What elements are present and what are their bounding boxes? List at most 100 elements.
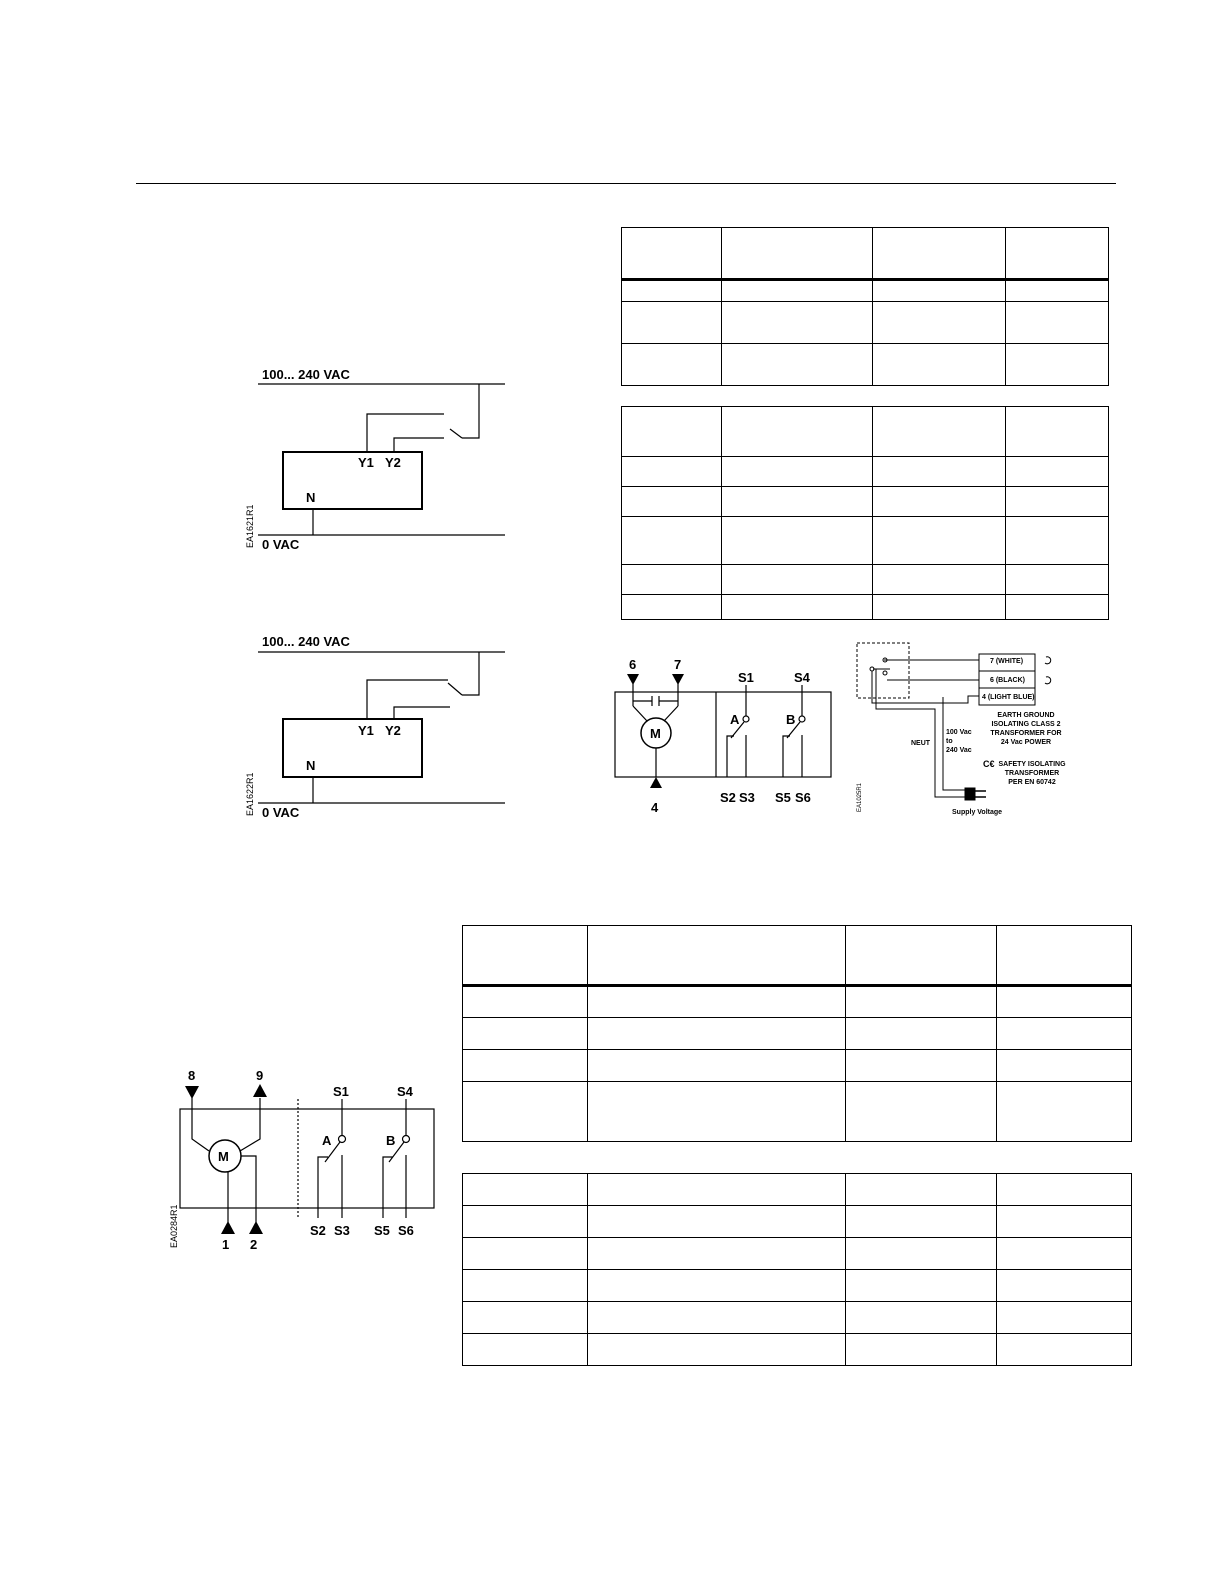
table-header-row xyxy=(621,227,1109,281)
terminal-1: 1 xyxy=(222,1237,229,1252)
voltage-label: 240 Vac xyxy=(946,747,972,754)
table-row xyxy=(621,456,1109,487)
table-row xyxy=(621,594,1109,620)
terminal-y2: Y2 xyxy=(385,723,401,738)
table-row xyxy=(621,343,1109,386)
actuator-box xyxy=(179,1108,435,1209)
transformer-note: TRANSFORMER FOR xyxy=(990,730,1061,737)
s5-wire xyxy=(382,1156,393,1218)
switch-b-blade xyxy=(786,721,801,739)
transformer-note: ISOLATING CLASS 2 xyxy=(991,721,1060,728)
switch-b-blade xyxy=(388,1141,405,1163)
terminal-arrow-up xyxy=(221,1221,235,1234)
plug-body xyxy=(964,787,976,801)
safety-note: PER EN 60742 xyxy=(1008,779,1056,786)
drawing-code: EA1622R1 xyxy=(245,772,255,816)
terminal-y1: Y1 xyxy=(358,455,374,470)
s3-label: S3 xyxy=(334,1223,350,1238)
drawing-code: EA1025R1 xyxy=(857,782,863,812)
switch-contact xyxy=(449,428,463,439)
terminal-7: 7 xyxy=(674,657,681,672)
actuator-box xyxy=(282,451,423,510)
contact xyxy=(882,670,888,676)
wiring-diagram-2 xyxy=(258,651,505,804)
table-row xyxy=(621,564,1109,595)
table-header-row xyxy=(621,406,1109,457)
s2-wire xyxy=(726,735,734,777)
supply-voltage-label: Supply Voltage xyxy=(952,809,1002,816)
table-row xyxy=(621,486,1109,517)
supply-label: 100... 240 VAC xyxy=(262,367,351,382)
terminal-8: 8 xyxy=(188,1068,195,1083)
wiring-diagram-4 xyxy=(856,642,1052,801)
wiring-table-4 xyxy=(462,1173,1132,1366)
s3-label: S3 xyxy=(739,790,755,805)
clockwise-icon xyxy=(1044,656,1052,665)
counterclockwise-icon xyxy=(1044,676,1052,685)
wire-blue-label: 4 (LIGHT BLUE) xyxy=(982,694,1035,701)
table-row xyxy=(621,301,1109,344)
switch-pivot xyxy=(401,1134,411,1144)
motor-label: M xyxy=(650,726,661,741)
voltage-label: 100 Vac xyxy=(946,729,972,736)
table-row xyxy=(462,1301,1132,1334)
controller-box xyxy=(856,642,910,699)
supply-wire xyxy=(942,697,965,791)
transformer-note: EARTH GROUND xyxy=(997,712,1054,719)
y2-wire xyxy=(393,706,450,719)
s4-label: S4 xyxy=(397,1084,414,1099)
motor-label: M xyxy=(218,1149,229,1164)
wiring-diagram-3 xyxy=(614,684,832,778)
neutral-label: 0 VAC xyxy=(262,537,300,552)
s1-label: S1 xyxy=(333,1084,349,1099)
table-row xyxy=(462,1173,1132,1206)
terminal-6: 6 xyxy=(629,657,636,672)
drawing-code: EA1621R1 xyxy=(245,504,255,548)
terminal-n: N xyxy=(306,490,315,505)
y1-wire xyxy=(366,413,444,452)
wire-8 xyxy=(191,1098,210,1152)
wiring-diagram-1 xyxy=(258,383,505,536)
motor-lead xyxy=(663,705,679,722)
terminal-arrow-up xyxy=(650,777,662,788)
s6-label: S6 xyxy=(795,790,811,805)
y2-wire xyxy=(393,437,444,452)
voltage-label: to xyxy=(946,738,953,745)
terminal-arrow-up xyxy=(249,1221,263,1234)
terminal-4: 4 xyxy=(651,800,659,815)
table-row xyxy=(621,516,1109,565)
wire-white-label: 7 (WHITE) xyxy=(990,658,1023,665)
neutral-label: 0 VAC xyxy=(262,805,300,820)
actuator-box xyxy=(614,691,832,778)
ce-mark: C€ xyxy=(983,759,995,769)
s2-wire xyxy=(317,1156,328,1218)
wiring-table-2 xyxy=(621,406,1109,620)
switch-pivot xyxy=(798,715,806,723)
contact xyxy=(882,657,888,663)
s1-label: S1 xyxy=(738,670,754,685)
wiring-table-1 xyxy=(621,227,1109,386)
terminal-y2: Y2 xyxy=(385,455,401,470)
neut-label: NEUT xyxy=(911,740,931,747)
terminal-arrow-down xyxy=(672,674,684,685)
switch-b-label: B xyxy=(786,712,795,727)
switch-a-label: A xyxy=(322,1133,332,1148)
terminal-2: 2 xyxy=(250,1237,257,1252)
terminal-y1: Y1 xyxy=(358,723,374,738)
wiring-table-3 xyxy=(462,925,1132,1142)
switch-a-blade xyxy=(730,721,745,739)
table-row xyxy=(462,1081,1132,1142)
s5-label: S5 xyxy=(775,790,791,805)
wire-2 xyxy=(241,1155,257,1222)
terminal-9: 9 xyxy=(256,1068,263,1083)
switch-a-blade xyxy=(324,1141,341,1163)
drawing-code: EA0284R1 xyxy=(169,1204,179,1248)
header-rule xyxy=(136,183,1116,184)
table-header-row xyxy=(462,925,1132,987)
table-row xyxy=(462,985,1132,1018)
switch-pivot xyxy=(742,715,750,723)
neutral-wire xyxy=(875,669,965,798)
wire-9 xyxy=(239,1098,261,1152)
s5-wire xyxy=(782,735,790,777)
